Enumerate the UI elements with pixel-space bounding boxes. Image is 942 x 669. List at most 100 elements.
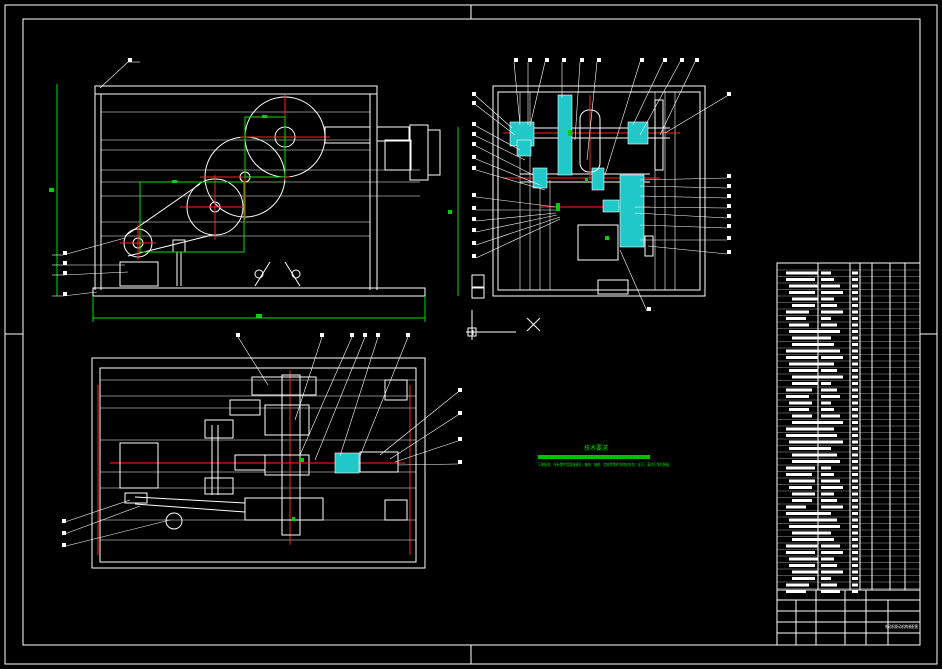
parts-list-entry-mark xyxy=(786,551,815,554)
parts-list-entry-mark xyxy=(792,538,824,541)
parts-list-entry-mark xyxy=(852,291,858,294)
parts-list-rows xyxy=(777,269,920,593)
part-balloon-flag xyxy=(472,142,476,146)
parts-list-entry-mark xyxy=(852,440,858,444)
part-balloon-flag xyxy=(350,333,354,337)
parts-list-entry-mark xyxy=(852,330,858,333)
part-balloon-flag xyxy=(472,254,476,258)
part-balloon-flag xyxy=(727,224,731,228)
parts-list-entry-mark xyxy=(786,427,824,431)
part-balloon-flag xyxy=(514,58,518,62)
parts-list-entry-mark xyxy=(852,356,858,359)
parts-list-entry-mark xyxy=(821,414,840,418)
parts-list-entry-mark xyxy=(852,323,858,327)
part-balloon-flag xyxy=(663,58,667,62)
parts-list-entry-mark xyxy=(792,570,818,574)
parts-list-entry-mark xyxy=(821,375,843,379)
parts-list-entry-mark xyxy=(852,427,858,431)
parts-list-entry-mark xyxy=(821,330,840,333)
parts-list-entry-mark xyxy=(852,362,858,366)
parts-list-entry-mark xyxy=(821,382,831,385)
part-balloon-flag xyxy=(727,236,731,240)
parts-list-entry-mark xyxy=(821,544,840,548)
technical-notes-body: 1.装配前，所有零件用煤油清洗，箱体、轴承、齿轮等零件须除去毛刺，去污，清洗干净… xyxy=(538,461,672,467)
parts-list-entry-mark xyxy=(852,525,858,528)
front-view xyxy=(49,61,459,322)
parts-list-entry-mark xyxy=(821,323,837,327)
parts-list-entry-mark xyxy=(852,414,858,418)
parts-list-entry-mark xyxy=(821,356,843,359)
part-balloon-flag xyxy=(458,437,462,441)
parts-list-entry-mark xyxy=(792,343,827,346)
part-balloon-flag xyxy=(580,58,584,62)
parts-list-entry-mark xyxy=(852,564,858,567)
parts-list-entry-mark xyxy=(821,388,837,392)
part-balloon-flag xyxy=(63,261,67,265)
parts-list-entry-mark xyxy=(789,330,827,333)
parts-list-entry-mark xyxy=(821,310,843,314)
parts-list-entry-mark xyxy=(789,557,818,561)
part-balloon-flag xyxy=(320,333,324,337)
parts-list-entry-mark xyxy=(786,505,806,509)
balloon-number-flags xyxy=(62,58,731,547)
parts-list-entry-mark xyxy=(821,284,840,288)
parts-list-entry-mark xyxy=(852,531,858,535)
technical-notes-title: 技术要求 xyxy=(584,444,608,452)
parts-list-entry-mark xyxy=(821,583,837,587)
parts-list-entry-mark xyxy=(852,304,858,307)
parts-list-entry-mark xyxy=(852,486,858,489)
parts-list-entry-mark xyxy=(789,291,815,294)
parts-list-entry-mark xyxy=(852,421,858,424)
part-balloon-flag xyxy=(727,92,731,96)
parts-list-entry-mark xyxy=(852,466,858,470)
parts-list-entry-mark xyxy=(821,291,843,294)
parts-list-entry-mark xyxy=(786,271,818,275)
parts-list-entry-mark xyxy=(789,401,812,405)
parts-list-entry-mark xyxy=(786,590,806,593)
parts-list-entry-mark xyxy=(821,336,831,340)
part-balloon-flag xyxy=(695,58,699,62)
part-balloon-flag xyxy=(472,193,476,197)
parts-list-entry-mark xyxy=(852,336,858,340)
parts-list-entry-mark xyxy=(821,564,837,567)
parts-list-entry-mark xyxy=(852,388,858,392)
parts-list-entry-mark xyxy=(786,395,809,398)
parts-list-entry-mark xyxy=(786,544,818,548)
parts-list-entry-mark xyxy=(821,570,843,574)
parts-list-entry-mark xyxy=(821,466,831,470)
parts-list-entry-mark xyxy=(852,297,858,301)
parts-list-entry-mark xyxy=(821,518,837,522)
parts-list-entry-mark xyxy=(786,278,815,281)
parts-list-entry-mark xyxy=(786,388,812,392)
parts-list-entry-mark xyxy=(852,382,858,385)
parts-list-and-title-block: 电动机驱动机构装配图 xyxy=(776,262,921,646)
parts-list-entry-mark xyxy=(821,304,837,307)
parts-list-entry-mark xyxy=(821,427,834,431)
parts-list-entry-mark xyxy=(852,401,858,405)
technical-notes-bar xyxy=(538,455,650,459)
parts-list-entry-mark xyxy=(821,453,837,457)
parts-list-entry-mark xyxy=(792,453,824,457)
parts-list-entry-mark xyxy=(852,447,858,450)
parts-list-entry-mark xyxy=(852,278,858,281)
part-balloon-flag xyxy=(363,333,367,337)
parts-list-entry-mark xyxy=(786,466,815,470)
part-balloon-flag xyxy=(472,155,476,159)
parts-list-entry-mark xyxy=(792,577,815,580)
part-balloon-flag xyxy=(727,204,731,208)
part-balloon-flag xyxy=(647,307,651,311)
parts-list-entry-mark xyxy=(852,349,858,353)
parts-list-entry-mark xyxy=(852,369,858,372)
parts-list-entry-mark xyxy=(789,486,812,489)
parts-list-entry-mark xyxy=(786,512,824,515)
part-balloon-flag xyxy=(727,194,731,198)
part-balloon-flag xyxy=(562,58,566,62)
parts-list-entry-mark xyxy=(852,310,858,314)
part-balloon-flag xyxy=(472,241,476,245)
parts-list-entry-mark xyxy=(821,590,840,593)
part-balloon-flag xyxy=(458,460,462,464)
part-balloon-flag xyxy=(727,174,731,178)
parts-list-entry-mark xyxy=(821,349,840,353)
parts-list-entry-mark xyxy=(821,317,831,320)
parts-list-entry-mark xyxy=(789,284,818,288)
